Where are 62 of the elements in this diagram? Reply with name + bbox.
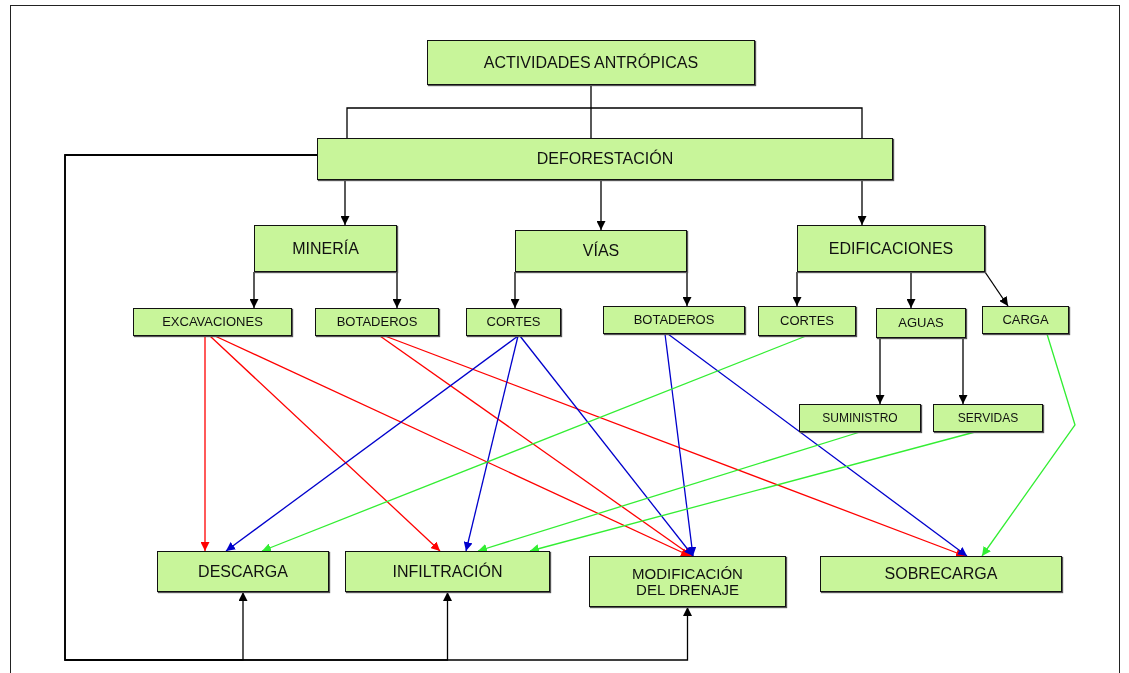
process-box (466, 308, 561, 336)
arrow (682, 271, 692, 307)
arrow (529, 431, 976, 553)
box-label: MINERÍA (292, 238, 359, 259)
arrow (875, 337, 885, 405)
process-box (345, 551, 550, 592)
process-box (933, 404, 1043, 432)
box-label: SERVIDAS (957, 410, 1019, 427)
process-box (820, 556, 1062, 592)
box-label: CORTES (780, 312, 834, 331)
arrow (392, 271, 402, 309)
arrow (346, 84, 863, 139)
process-box (317, 138, 893, 180)
box-label: MODIFICACIÓN DEL DRENAJE (631, 565, 744, 598)
arrow (64, 154, 692, 661)
arrow (664, 333, 697, 557)
process-box (603, 306, 745, 334)
process-box (515, 230, 687, 272)
arrow (225, 335, 519, 552)
box-label: SUMINISTRO (822, 410, 898, 427)
arrow (261, 335, 807, 552)
box-label: SOBRECARGA (884, 564, 998, 584)
arrow (463, 335, 519, 552)
arrow (792, 271, 802, 307)
arrow (596, 179, 606, 231)
process-box (315, 308, 439, 336)
box-label: EXCAVACIONES (162, 313, 263, 332)
box-label: AGUAS (898, 314, 944, 333)
box-label: BOTADEROS (633, 311, 715, 330)
box-label: CORTES (486, 313, 541, 332)
arrow (519, 335, 694, 557)
arrow (857, 179, 867, 226)
process-box (758, 306, 856, 336)
arrow (981, 333, 1076, 557)
arrow (249, 271, 259, 309)
process-box (589, 556, 786, 607)
process-box (133, 308, 292, 336)
arrow (379, 335, 693, 557)
arrow (667, 333, 968, 557)
arrow (984, 271, 1009, 307)
process-box (427, 40, 755, 85)
box-label: EDIFICACIONES (828, 238, 954, 259)
box-label: DEFORESTACIÓN (536, 148, 674, 169)
process-box (254, 225, 397, 272)
arrow (209, 335, 441, 552)
box-label: VÍAS (582, 240, 620, 261)
process-box (797, 225, 985, 272)
box-label: INFILTRACIÓN (392, 561, 503, 582)
arrow (906, 271, 916, 309)
arrow (340, 179, 350, 226)
process-box (157, 551, 329, 592)
process-box (799, 404, 921, 432)
arrow (958, 337, 968, 405)
box-label: CARGA (1002, 311, 1049, 330)
box-label: DESCARGA (198, 561, 288, 582)
arrow (200, 335, 210, 552)
box-label: BOTADEROS (336, 313, 418, 332)
process-box (982, 306, 1069, 334)
arrow (510, 271, 520, 309)
arrow (477, 431, 861, 553)
process-box (876, 308, 966, 338)
box-label: ACTIVIDADES ANTRÓPICAS (483, 52, 699, 73)
